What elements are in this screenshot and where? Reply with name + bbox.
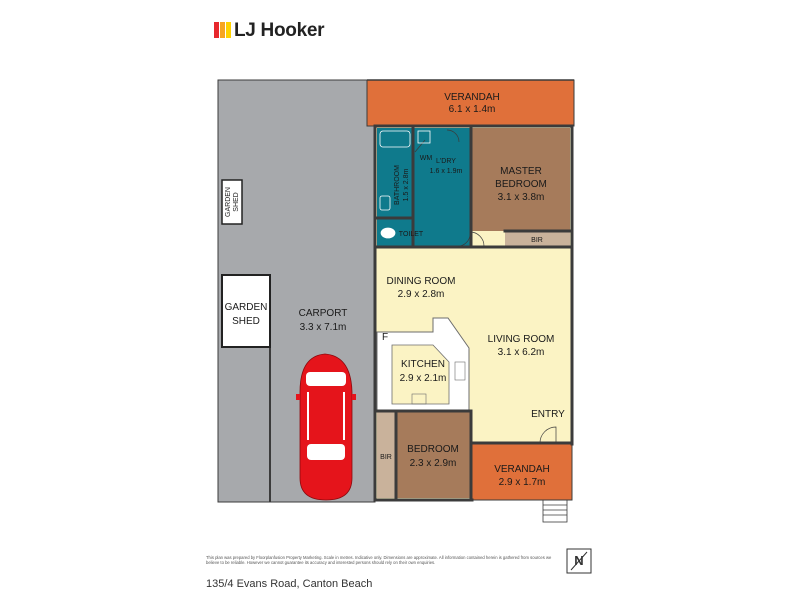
logo-bar-red	[214, 22, 219, 38]
garden-shed-small-line2: SHED	[233, 192, 240, 211]
property-address: 135/4 Evans Road, Canton Beach	[206, 578, 373, 590]
living-name: LIVING ROOM	[488, 334, 555, 345]
verandah-top-size: 6.1 x 1.4m	[449, 104, 496, 115]
kitchen-floor	[391, 344, 450, 405]
laundry-size: 1.6 x 1.9m	[430, 168, 463, 175]
master-name-2: BEDROOM	[495, 179, 547, 190]
bedroom-bir-area	[377, 412, 395, 498]
master-bedroom-area	[472, 128, 570, 231]
garden-shed-large-line2: SHED	[232, 316, 260, 327]
toilet-label: TOILET	[399, 231, 424, 238]
wet-area	[377, 128, 470, 246]
dining-size: 2.9 x 2.8m	[398, 289, 445, 300]
master-bir-area	[505, 231, 570, 246]
bedroom-bir-label: BIR	[380, 454, 392, 461]
bedroom-area	[397, 412, 470, 498]
brand-logo-mark	[214, 22, 232, 38]
car-icon	[296, 353, 356, 501]
entry-steps	[542, 499, 568, 523]
logo-bar-yellow	[226, 22, 231, 38]
bathroom-size: 1.5 x 2.8m	[403, 168, 410, 201]
garden-shed-small-line1: GARDEN	[225, 187, 232, 217]
carport-name: CARPORT	[299, 308, 348, 319]
garden-shed-small-box	[221, 179, 243, 225]
verandah-bottom-size: 2.9 x 1.7m	[499, 477, 546, 488]
brand-name: LJ Hooker	[234, 20, 325, 41]
master-name-1: MASTER	[500, 166, 542, 177]
laundry-name: L'DRY	[436, 158, 456, 165]
kitchen-size: 2.9 x 2.1m	[400, 373, 447, 384]
garden-shed-large-box	[221, 274, 271, 348]
fixtures	[379, 130, 431, 239]
kitchen-fixtures	[411, 361, 466, 405]
disclaimer-text: This plan was prepared by Floorplanfusio…	[206, 555, 552, 565]
verandah-top-name: VERANDAH	[444, 92, 500, 103]
verandah-top	[366, 79, 575, 127]
garden-shed-large-line1: GARDEN	[225, 302, 268, 313]
living-size: 3.1 x 6.2m	[498, 347, 545, 358]
dining-name: DINING ROOM	[387, 276, 456, 287]
carport-size: 3.3 x 7.1m	[300, 322, 347, 333]
north-compass-icon: N	[566, 548, 592, 574]
logo-bar-orange	[220, 22, 225, 38]
walls	[373, 124, 574, 502]
fridge-label: F	[382, 332, 388, 343]
kitchen-name: KITCHEN	[401, 359, 445, 370]
bedroom-name: BEDROOM	[407, 444, 459, 455]
verandah-bottom-name: VERANDAH	[494, 464, 550, 475]
master-bir-label: BIR	[531, 237, 543, 244]
bedroom-size: 2.3 x 2.9m	[410, 458, 457, 469]
master-size: 3.1 x 3.8m	[498, 192, 545, 203]
entry-label: ENTRY	[531, 409, 565, 420]
bathroom-name: BATHROOM	[394, 165, 401, 205]
door-swings	[414, 129, 557, 444]
wm-label: WM	[420, 155, 433, 162]
